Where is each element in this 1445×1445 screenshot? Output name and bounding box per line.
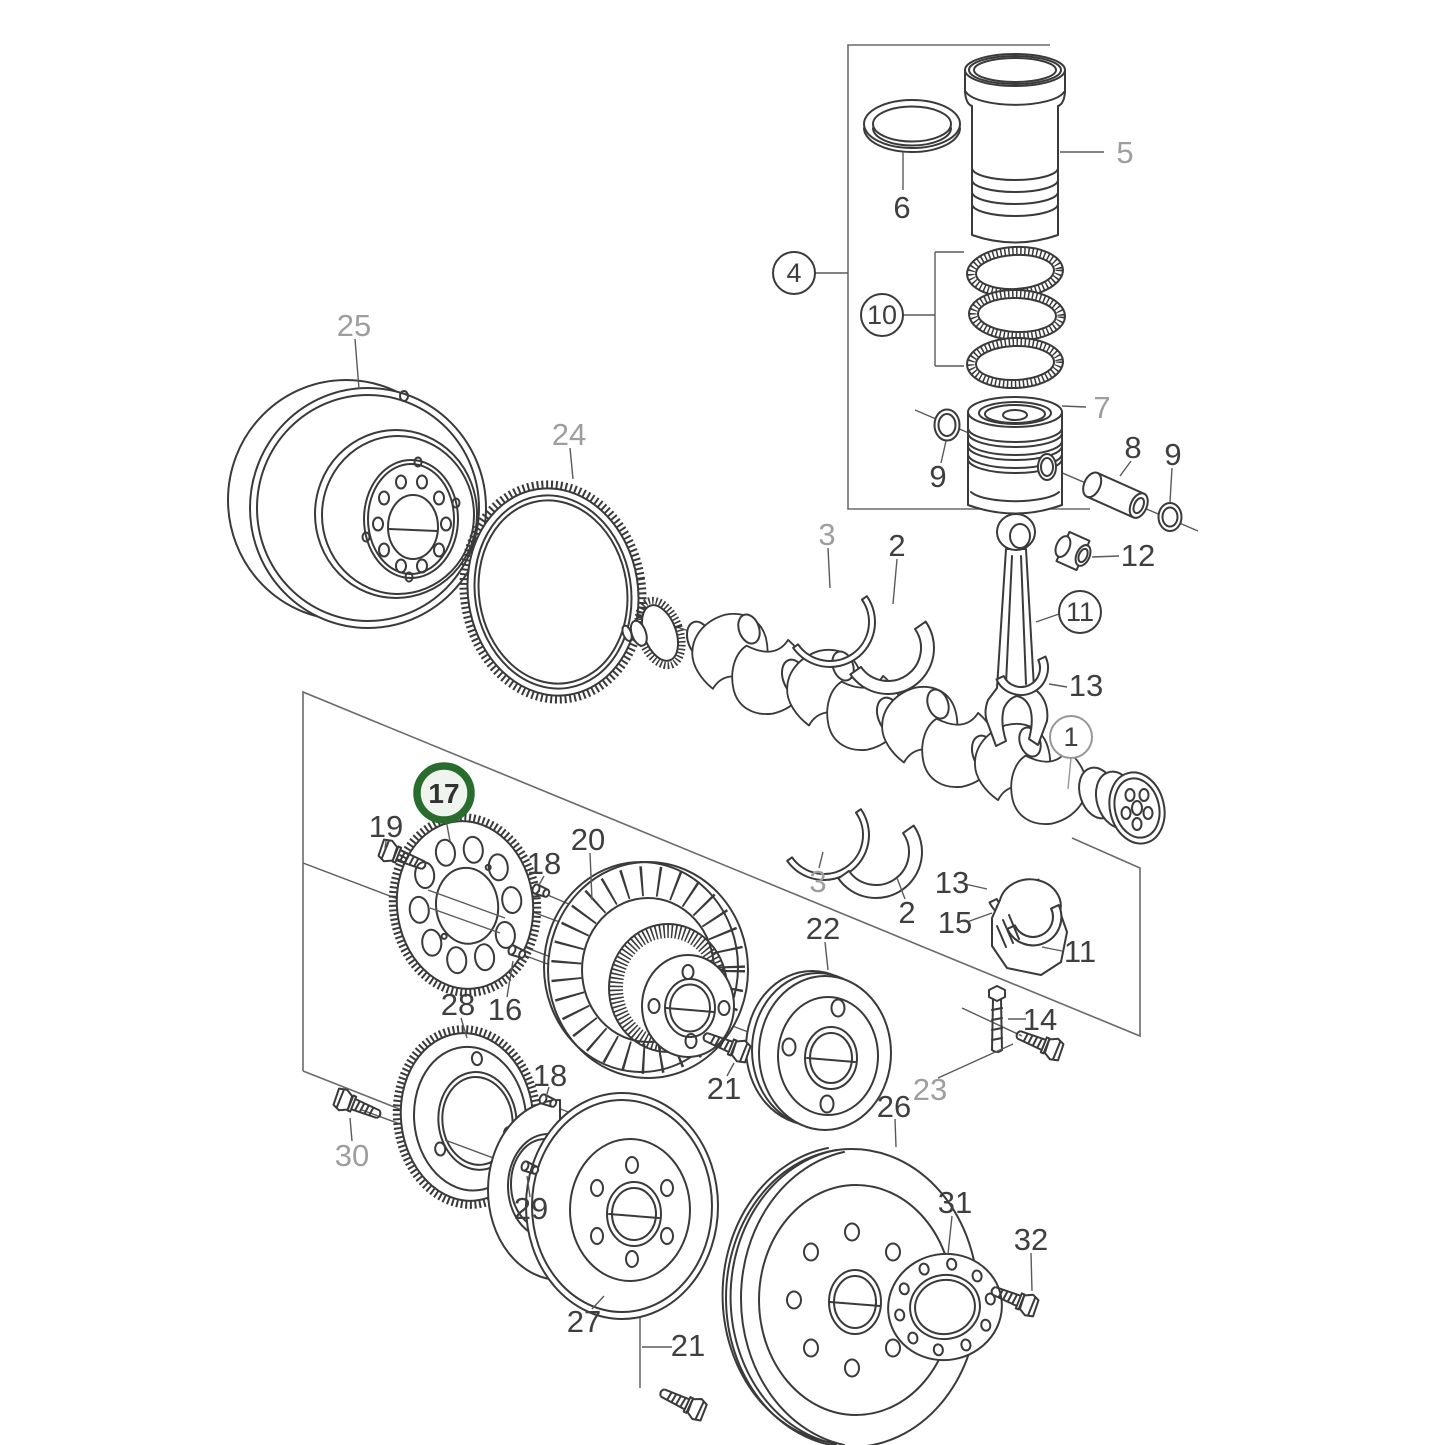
callout-12[interactable]: 12 [1121, 538, 1155, 573]
circled-callout-4[interactable]: 4 [772, 251, 816, 295]
piston-pin [1082, 471, 1149, 519]
bolt-21-bottom [655, 1381, 710, 1424]
ring-gear [459, 480, 647, 704]
svg-text:10: 10 [867, 300, 897, 330]
highlighted-callout-17[interactable]: 17 [413, 762, 475, 824]
piston-pin-circlip-left [933, 408, 961, 442]
piston-ring-set [966, 245, 1066, 390]
callout-2a[interactable]: 2 [888, 528, 905, 563]
callout-7[interactable]: 7 [1093, 390, 1110, 425]
circled-callout-10[interactable]: 10 [860, 293, 904, 337]
vibration-damper [543, 861, 749, 1079]
callout-19[interactable]: 19 [369, 809, 403, 844]
callout-6[interactable]: 6 [893, 190, 910, 225]
callout-29[interactable]: 29 [514, 1191, 548, 1226]
connecting-rod [984, 513, 1049, 747]
callout-5[interactable]: 5 [1116, 135, 1133, 170]
svg-text:11: 11 [1066, 597, 1094, 627]
svg-text:4: 4 [786, 258, 801, 288]
callout-20[interactable]: 20 [571, 822, 605, 857]
callout-13a[interactable]: 13 [1069, 668, 1103, 703]
piston-group-box [847, 44, 1090, 510]
cylinder-liner [964, 53, 1066, 244]
callout-9b[interactable]: 9 [1164, 437, 1181, 472]
cap-bolt-14 [988, 985, 1006, 1053]
pulley-27 [487, 1092, 719, 1320]
callout-3a[interactable]: 3 [818, 517, 835, 552]
flywheel [227, 379, 487, 629]
label-leader-lines [349, 151, 1173, 1348]
callout-30[interactable]: 30 [335, 1138, 369, 1173]
callout-13b[interactable]: 13 [935, 865, 969, 900]
piston [967, 396, 1063, 515]
callout-2b[interactable]: 2 [898, 895, 915, 930]
svg-text:17: 17 [428, 778, 459, 809]
callout-labels: 25 24 5 6 7 9 8 9 12 3 2 13 19 18 20 16 … [335, 135, 1182, 1363]
highlight-ring [413, 762, 475, 824]
pulse-wheel [388, 813, 542, 997]
callout-23[interactable]: 23 [913, 1072, 947, 1107]
callout-24[interactable]: 24 [552, 417, 586, 452]
callout-14[interactable]: 14 [1023, 1002, 1057, 1037]
callout-31[interactable]: 31 [938, 1185, 972, 1220]
crankshaft [621, 596, 1166, 845]
svg-text:1: 1 [1063, 722, 1078, 752]
callout-26[interactable]: 26 [877, 1089, 911, 1124]
callout-27[interactable]: 27 [567, 1304, 601, 1339]
callout-32[interactable]: 32 [1014, 1222, 1048, 1257]
circled-callout-11[interactable]: 11 [1058, 590, 1102, 634]
callout-3b[interactable]: 3 [809, 864, 826, 899]
bearing-cap [991, 878, 1072, 976]
callout-8[interactable]: 8 [1124, 430, 1141, 465]
callout-15[interactable]: 15 [938, 905, 972, 940]
liner-seal-ring [863, 99, 961, 153]
callout-28[interactable]: 28 [441, 987, 475, 1022]
callout-9a[interactable]: 9 [929, 459, 946, 494]
callout-18a[interactable]: 18 [527, 846, 561, 881]
callout-16[interactable]: 16 [488, 992, 522, 1027]
callout-22[interactable]: 22 [806, 911, 840, 946]
small-end-bushing [1054, 530, 1092, 572]
callout-25[interactable]: 25 [337, 308, 371, 343]
pulley-22 [745, 970, 892, 1131]
callout-21b[interactable]: 21 [671, 1328, 705, 1363]
flange-31 [887, 1252, 1003, 1362]
callout-11b[interactable]: 11 [1064, 934, 1096, 969]
callout-21a[interactable]: 21 [707, 1071, 741, 1106]
piston-pin-circlip-right [1157, 502, 1183, 532]
callout-18b[interactable]: 18 [533, 1058, 567, 1093]
bearing-shell-2-lower [837, 824, 942, 918]
circled-callout-1[interactable]: 1 [1049, 715, 1093, 759]
